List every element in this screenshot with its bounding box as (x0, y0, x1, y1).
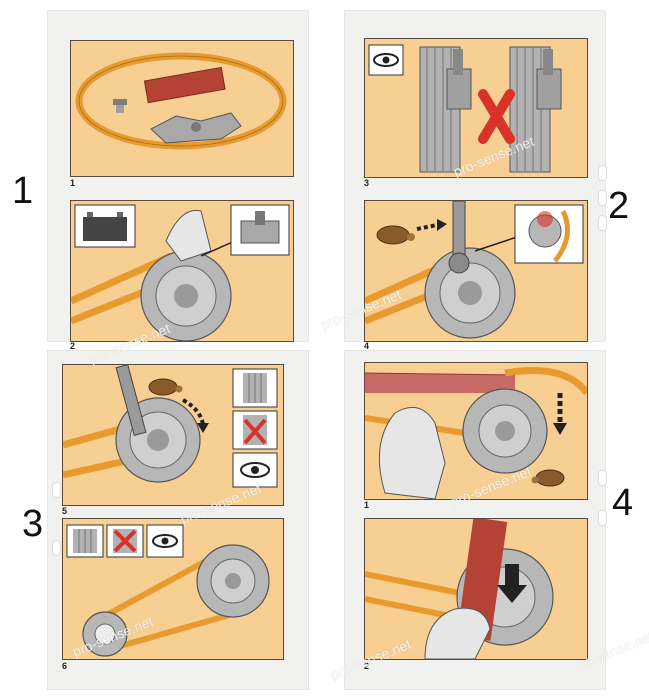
panel-inspect-grooves (364, 38, 588, 178)
step-number: 2 (364, 661, 370, 671)
down-arrow-icon (497, 564, 527, 603)
panel-battery-pulley (70, 200, 294, 342)
hand-icon (378, 406, 446, 499)
battery-icon (74, 204, 136, 248)
figure-label-2: 2 (608, 185, 630, 227)
panel-apply-tape (364, 362, 588, 500)
eye-icon (368, 44, 404, 76)
pulley-icon (462, 388, 548, 474)
tape-roll-icon (143, 66, 226, 104)
tensioner-tool-icon (150, 112, 242, 144)
groove-wrong-icon (232, 410, 278, 450)
step-number: 6 (62, 661, 68, 671)
punch-hole (52, 540, 61, 556)
punch-hole (598, 510, 607, 526)
panel-rotate-tensioner (62, 364, 284, 506)
punch-hole (598, 165, 607, 181)
punch-hole (598, 190, 607, 206)
pulley-groove-right (509, 46, 562, 173)
figure-label-3: 3 (22, 503, 44, 545)
tape-strip (365, 373, 515, 393)
step-number: 5 (62, 506, 68, 516)
eye-icon (146, 524, 184, 558)
cross-icon (478, 89, 515, 144)
pulley-large-icon (196, 544, 270, 618)
step-number: 4 (364, 341, 370, 351)
punch-hole (598, 215, 607, 231)
panel-pull-tape (364, 518, 588, 660)
groove-ok-icon (232, 368, 278, 408)
punch-hole (598, 470, 607, 486)
step-number: 1 (364, 500, 370, 510)
figure-label-1: 1 (12, 170, 34, 212)
step-number: 1 (70, 178, 76, 188)
tortoise-icon (376, 225, 415, 245)
detail-inset (230, 204, 290, 256)
detail-inset (514, 204, 584, 264)
groove-ok-icon (66, 524, 104, 558)
bolt-icon (113, 99, 127, 113)
tortoise-icon (531, 469, 565, 487)
figure-label-4: 4 (612, 482, 634, 524)
tortoise-icon (148, 378, 183, 396)
hand-icon (165, 209, 212, 262)
groove-wrong-icon (106, 524, 144, 558)
panel-release-tensioner (364, 200, 588, 342)
hand-icon (424, 607, 491, 659)
panel-belt-routing (62, 518, 284, 660)
step-number: 3 (364, 178, 370, 188)
eye-icon (232, 452, 278, 488)
pulley-small-icon (82, 611, 128, 657)
panel-parts: 1 (70, 40, 294, 177)
pulley-groove-left (419, 46, 472, 173)
pulley-icon (424, 247, 516, 339)
pulley-icon (140, 250, 232, 341)
step-number: 2 (70, 341, 76, 351)
wrench-icon (115, 365, 147, 436)
punch-hole (52, 482, 61, 498)
wrench-icon (448, 201, 470, 274)
direction-arrow (181, 398, 205, 426)
direction-arrow (416, 223, 438, 231)
